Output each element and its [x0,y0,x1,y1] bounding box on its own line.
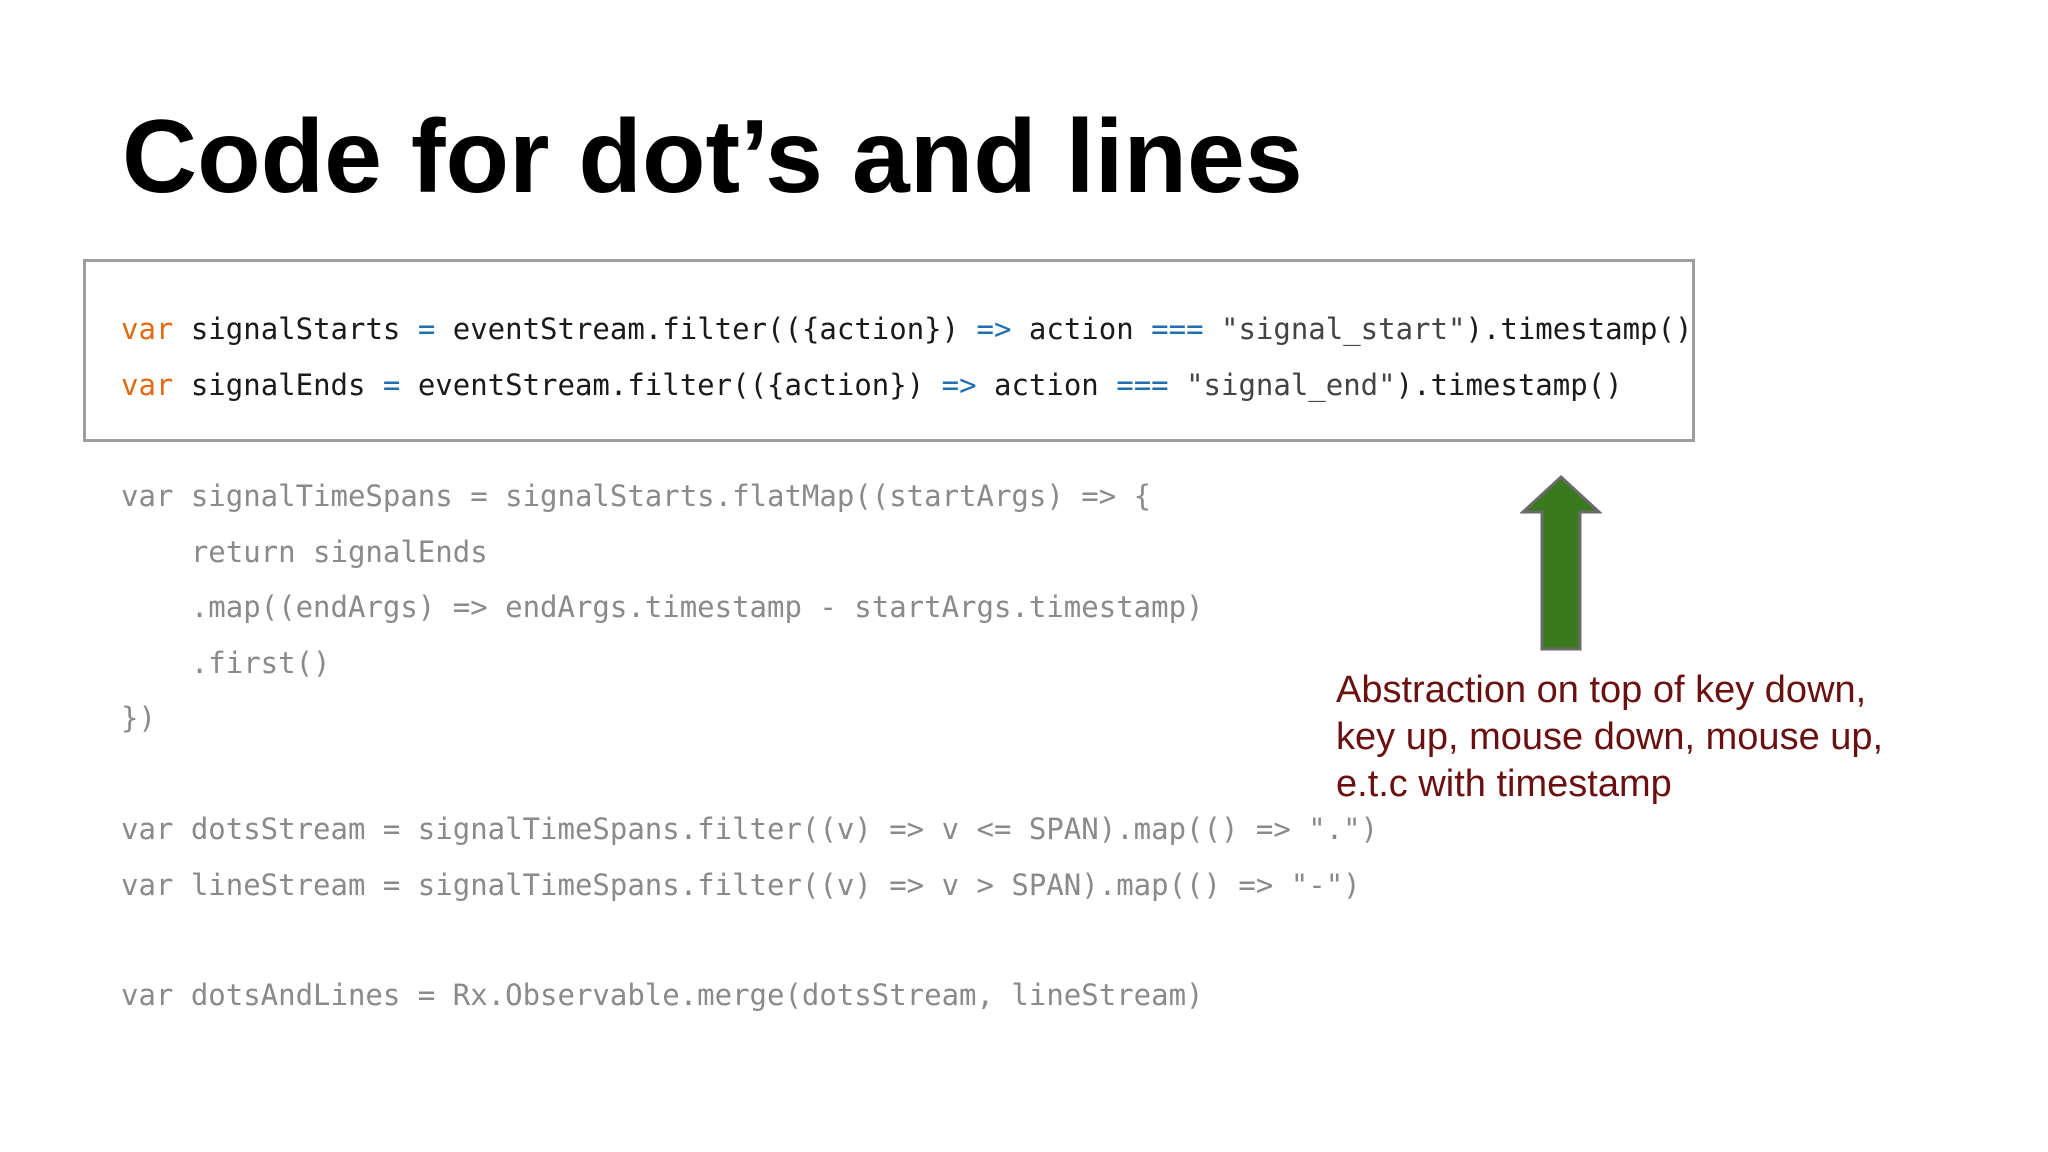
code-keyword: var [121,368,174,402]
code-compare-operator: === [1116,368,1169,402]
code-expression: action [1011,312,1152,346]
code-expression: eventStream.filter(({action}) [435,312,977,346]
code-line-close: }) [121,701,156,735]
code-line-signal-time-spans: var signalTimeSpans = signalStarts.flatM… [121,479,1152,513]
code-keyword: var [121,312,174,346]
up-arrow-icon [1520,474,1602,651]
code-string: "signal_end" [1168,368,1396,402]
code-identifier: signalEnds [173,368,383,402]
code-line-dots-stream: var dotsStream = signalTimeSpans.filter(… [121,812,1379,846]
code-line-signal-starts: var signalStarts = eventStream.filter(({… [121,307,1692,351]
code-operator: = [417,312,436,346]
code-expression: action [976,368,1117,402]
code-line-return: return signalEnds [121,535,488,569]
code-operator: = [382,368,401,402]
code-line-dots-and-lines: var dotsAndLines = Rx.Observable.merge(d… [121,978,1204,1012]
code-arrow-operator: => [976,312,1012,346]
code-line-line-stream: var lineStream = signalTimeSpans.filter(… [121,868,1361,902]
highlighted-code-box [83,259,1695,442]
code-expression: ).timestamp() [1465,312,1693,346]
code-string: "signal_start" [1203,312,1466,346]
code-identifier: signalStarts [173,312,418,346]
code-line-signal-ends: var signalEnds = eventStream.filter(({ac… [121,363,1623,407]
annotation-line: e.t.c with timestamp [1336,763,1672,805]
code-line-first: .first() [121,646,331,680]
code-expression: ).timestamp() [1395,368,1623,402]
slide-title: Code for dot’s and lines [122,99,1303,215]
code-arrow-operator: => [941,368,977,402]
code-compare-operator: === [1151,312,1204,346]
annotation-text: Abstraction on top of key down, key up, … [1336,667,1976,808]
code-line-map: .map((endArgs) => endArgs.timestamp - st… [121,590,1204,624]
annotation-line: Abstraction on top of key down, [1336,669,1867,711]
annotation-line: key up, mouse down, mouse up, [1336,716,1884,758]
code-expression: eventStream.filter(({action}) [400,368,942,402]
